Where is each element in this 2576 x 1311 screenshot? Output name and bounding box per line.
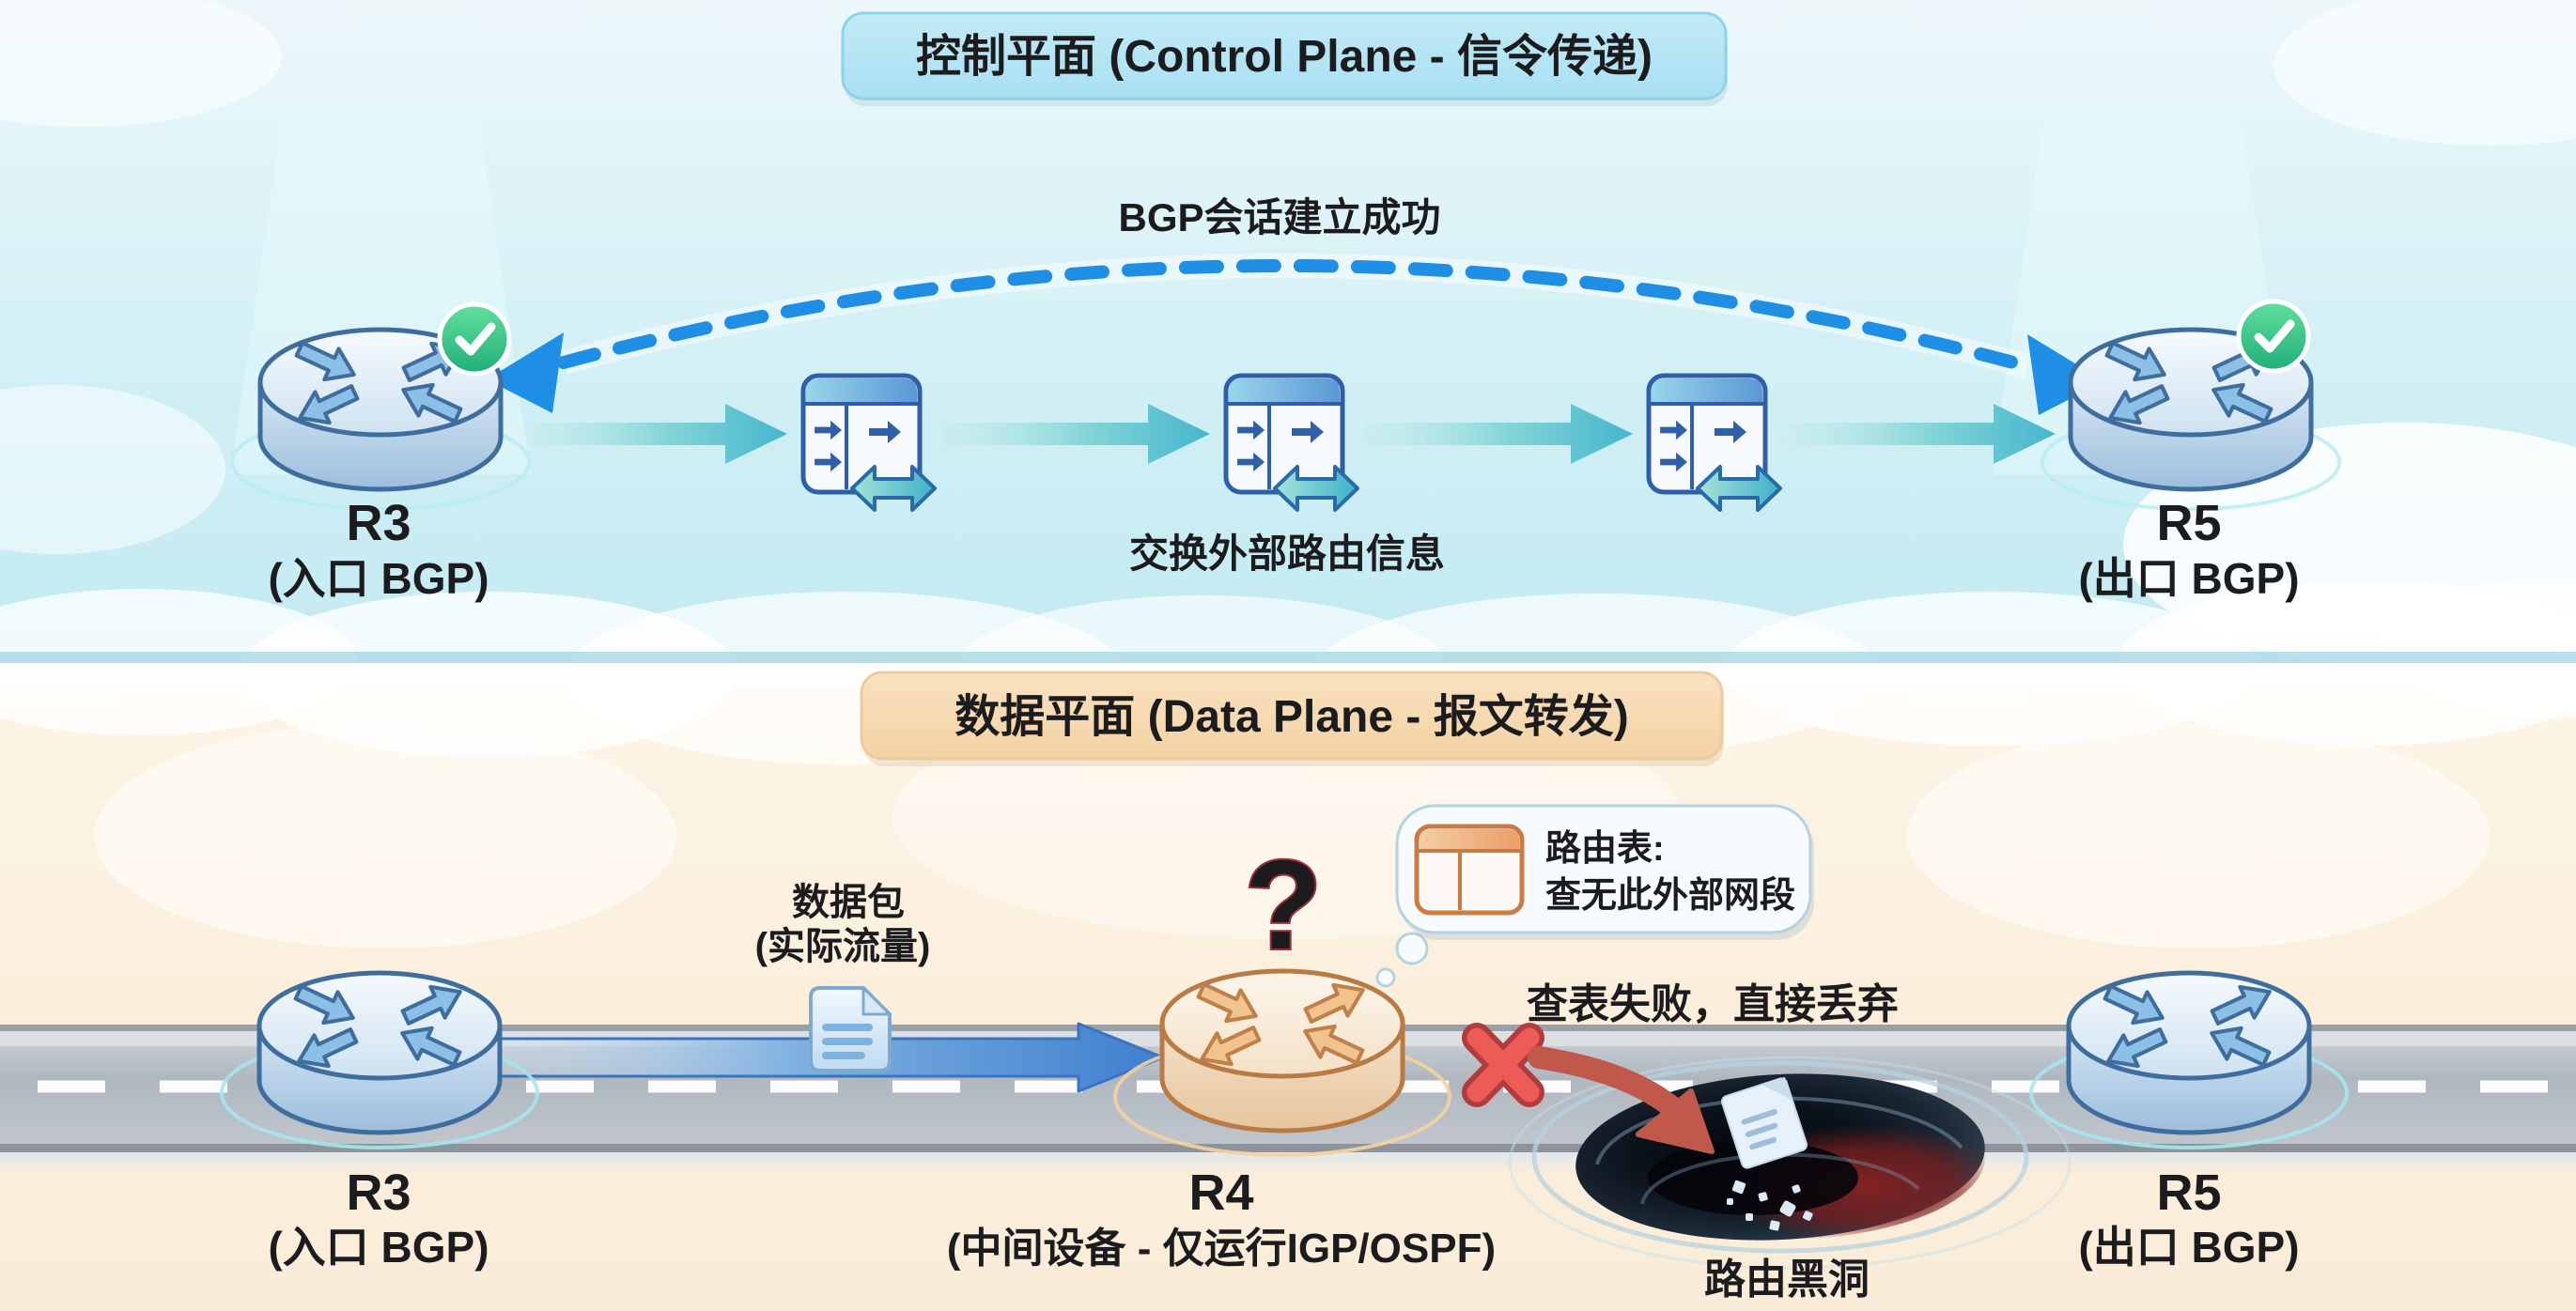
router-icon-r3-data bbox=[259, 973, 500, 1133]
exchange-arrow-icon bbox=[1787, 404, 2056, 464]
data-plane-banner: 数据平面 (Data Plane - 报文转发) bbox=[860, 671, 1724, 766]
bgp-session-arc bbox=[487, 254, 2104, 415]
exchange-arrows bbox=[526, 404, 2056, 464]
r5-control-name: R5 bbox=[2156, 495, 2221, 551]
r4-name: R4 bbox=[1188, 1164, 1253, 1221]
routing-table-icon bbox=[1649, 376, 1780, 510]
blackhole-label: 路由黑洞 bbox=[1704, 1257, 1870, 1303]
exchange-arrow-icon bbox=[1364, 404, 1633, 464]
exchange-arrow-icon bbox=[941, 404, 1210, 464]
bubble-line2: 查无此外部网段 bbox=[1545, 876, 1795, 916]
thought-bubble: 路由表: 查无此外部网段 bbox=[1375, 804, 1814, 988]
control-plane-banner: 控制平面 (Control Plane - 信令传递) bbox=[841, 11, 1728, 106]
routing-table-icon bbox=[803, 376, 935, 510]
falling-packet-icon bbox=[1720, 1076, 1808, 1169]
r3-control-role: (入口 BGP) bbox=[268, 554, 489, 603]
bubble-line1: 路由表: bbox=[1545, 829, 1665, 869]
check-badge-icon bbox=[440, 304, 509, 374]
routing-table-icon bbox=[1226, 376, 1358, 510]
arc-arrowhead-right bbox=[2027, 334, 2104, 415]
section-divider-line bbox=[0, 652, 2576, 663]
exchange-label: 交换外部路由信息 bbox=[1129, 532, 1445, 576]
r5-data-name: R5 bbox=[2156, 1164, 2221, 1221]
drop-arrow-icon bbox=[1528, 1046, 1715, 1154]
routing-table-orange-icon bbox=[1414, 824, 1525, 916]
r3-control-name: R3 bbox=[346, 495, 411, 551]
question-mark-icon: ? bbox=[1245, 834, 1322, 976]
r3-data-role: (入口 BGP) bbox=[268, 1223, 489, 1272]
bgp-session-label: BGP会话建立成功 bbox=[1118, 195, 1440, 239]
check-badge-icon bbox=[2239, 301, 2308, 371]
data-plane-banner-label: 数据平面 (Data Plane - 报文转发) bbox=[954, 692, 1628, 742]
r5-data-role: (出口 BGP) bbox=[2078, 1223, 2299, 1272]
packet-icon bbox=[809, 986, 892, 1072]
router-icon-r4 bbox=[1162, 971, 1403, 1131]
router-icon-r5-data bbox=[2069, 973, 2309, 1133]
packet-label-line2: (实际流量) bbox=[755, 926, 931, 967]
r5-control-role: (出口 BGP) bbox=[2078, 554, 2299, 603]
r3-data-name: R3 bbox=[346, 1164, 411, 1221]
packet-label-line1: 数据包 bbox=[792, 882, 905, 923]
control-plane-banner-label: 控制平面 (Control Plane - 信令传递) bbox=[916, 32, 1653, 82]
r4-role: (中间设备 - 仅运行IGP/OSPF) bbox=[947, 1226, 1496, 1272]
arc-arrowhead-left bbox=[487, 332, 564, 413]
exchange-arrow-icon bbox=[526, 404, 787, 464]
packet-crumbs bbox=[1727, 1180, 1813, 1231]
cross-icon bbox=[1462, 1023, 1544, 1107]
drop-label: 查表失败，直接丢弃 bbox=[1527, 981, 1899, 1027]
